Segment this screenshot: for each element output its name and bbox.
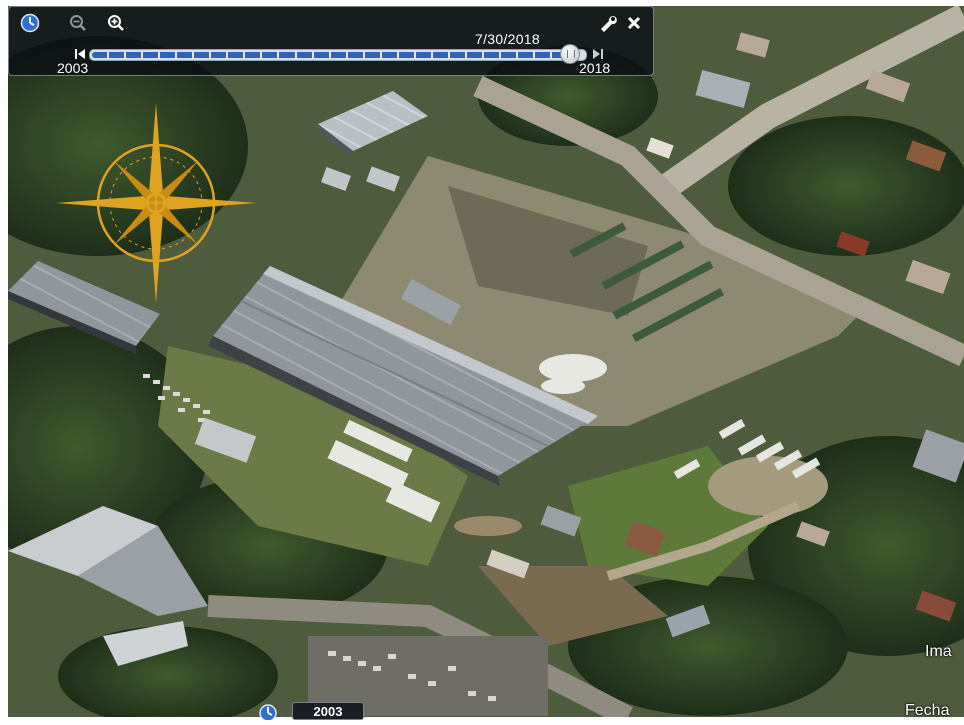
slider-tick bbox=[550, 52, 552, 58]
slider-tick bbox=[141, 52, 143, 58]
slider-tick bbox=[380, 52, 382, 58]
slider-tick bbox=[499, 52, 501, 58]
slider-tick bbox=[124, 52, 126, 58]
zoom-out-icon[interactable] bbox=[67, 12, 89, 34]
slider-tick bbox=[295, 52, 297, 58]
satellite-map-view[interactable] bbox=[8, 6, 964, 717]
slider-tick bbox=[397, 52, 399, 58]
bottom-clock-icon[interactable] bbox=[255, 702, 281, 722]
slider-tick bbox=[243, 52, 245, 58]
slider-tick bbox=[277, 52, 279, 58]
slider-tick bbox=[209, 52, 211, 58]
zoom-in-icon[interactable] bbox=[105, 12, 127, 34]
slider-tick bbox=[516, 52, 518, 58]
wrench-icon[interactable] bbox=[597, 12, 619, 34]
time-slider-track[interactable] bbox=[89, 49, 587, 61]
imagery-date-label: 7/30/2018 bbox=[475, 31, 540, 47]
historical-imagery-panel: 7/30/2018 2003 2018 bbox=[8, 6, 654, 76]
slider-tick bbox=[175, 52, 177, 58]
step-back-icon[interactable] bbox=[73, 47, 87, 61]
time-slider-thumb[interactable] bbox=[560, 44, 580, 64]
slider-tick bbox=[158, 52, 160, 58]
slider-tick bbox=[363, 52, 365, 58]
slider-tick bbox=[260, 52, 262, 58]
bottom-year-badge[interactable]: 2003 bbox=[292, 702, 364, 720]
imagery-date-text: Fecha bbox=[905, 702, 950, 719]
slider-tick bbox=[226, 52, 228, 58]
close-icon[interactable] bbox=[623, 12, 645, 34]
clock-icon[interactable] bbox=[19, 12, 41, 34]
slider-tick bbox=[346, 52, 348, 58]
slider-tick bbox=[312, 52, 314, 58]
start-year-label: 2003 bbox=[57, 60, 89, 76]
slider-tick bbox=[533, 52, 535, 58]
slider-tick bbox=[414, 52, 416, 58]
slider-tick bbox=[192, 52, 194, 58]
slider-tick bbox=[465, 52, 467, 58]
slider-tick bbox=[431, 52, 433, 58]
slider-tick bbox=[448, 52, 450, 58]
satellite-imagery bbox=[8, 6, 964, 717]
imagery-credit-text: Ima bbox=[925, 643, 952, 660]
slider-tick bbox=[107, 52, 109, 58]
step-forward-icon[interactable] bbox=[591, 47, 605, 61]
slider-tick bbox=[329, 52, 331, 58]
slider-tick bbox=[482, 52, 484, 58]
end-year-label: 2018 bbox=[579, 60, 611, 76]
compass-rose bbox=[56, 103, 256, 303]
